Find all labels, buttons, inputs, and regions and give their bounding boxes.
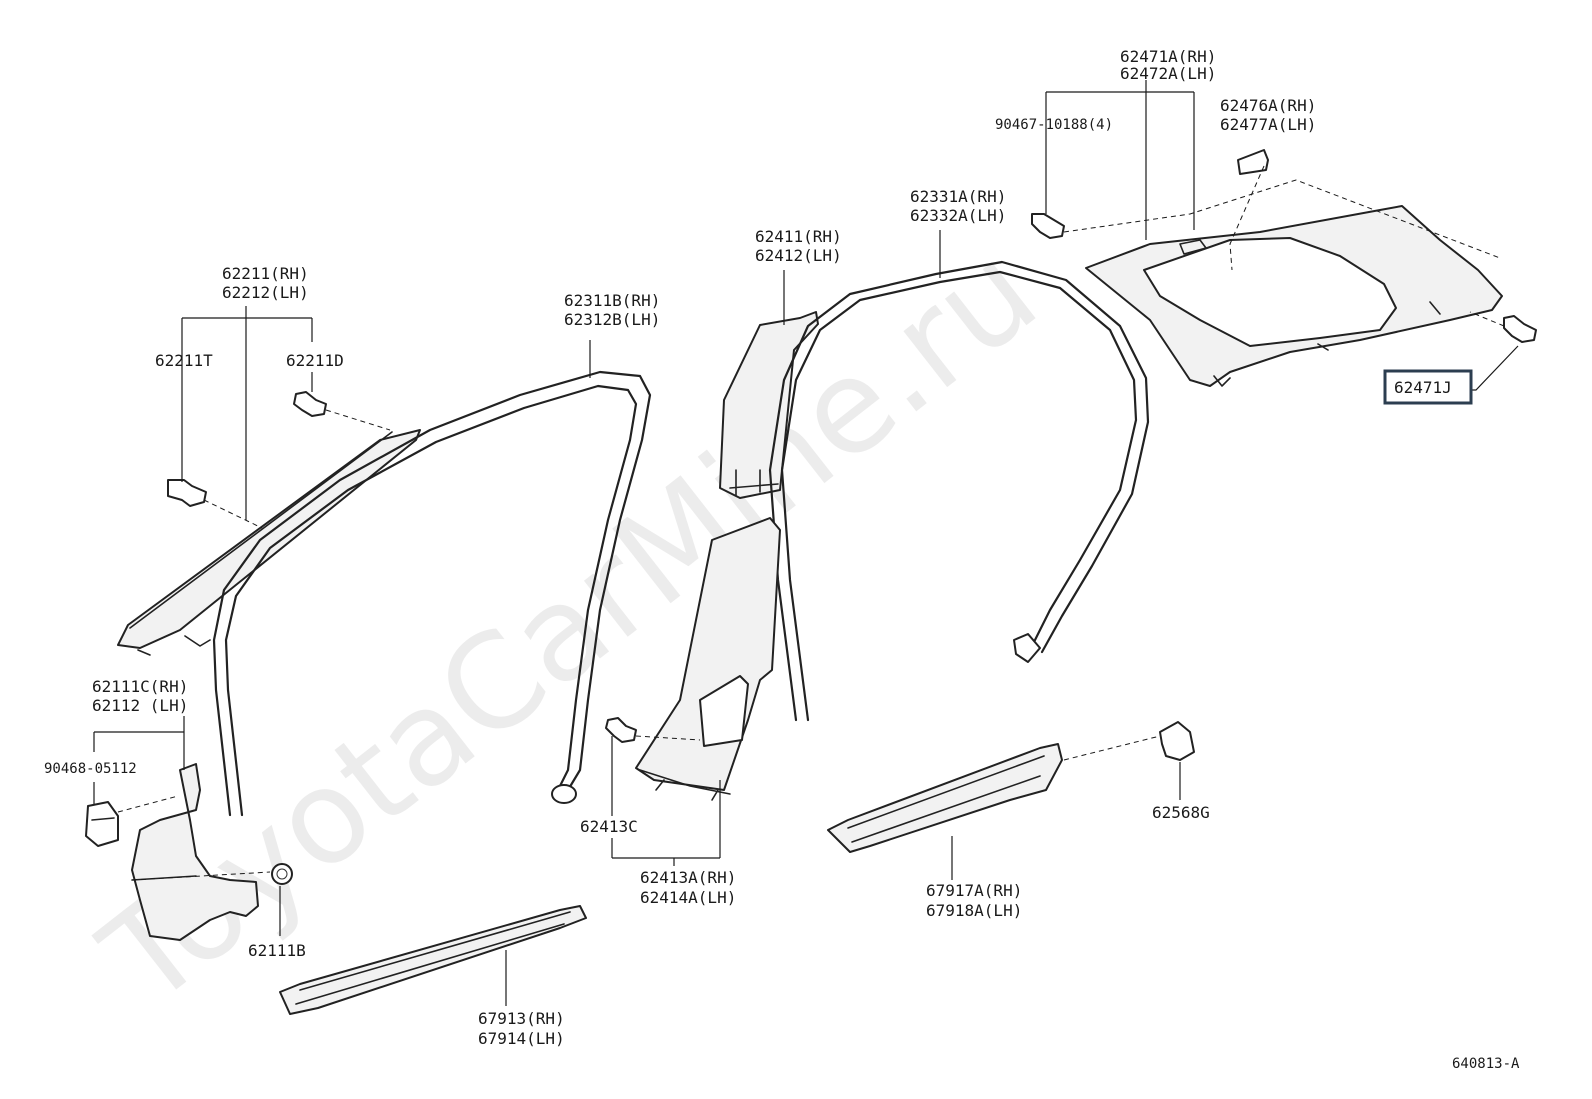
- clip-62413c-part: [605, 717, 637, 743]
- label-62311b: 62311B(RH): [564, 291, 660, 310]
- label-62414a: 62414A(LH): [640, 888, 736, 907]
- rear-door-weatherstrip-part: [768, 260, 1150, 722]
- alignment-lines: [117, 165, 1505, 881]
- clip-90468-part: [85, 801, 119, 847]
- rear-scuff-plate-part: [827, 743, 1063, 853]
- label-67913: 67913(RH): [478, 1009, 565, 1028]
- label-62331a: 62331A(RH): [910, 187, 1006, 206]
- clip-62211d-part: [293, 391, 327, 417]
- quarter-cap-part: [1237, 149, 1269, 175]
- label-62211t: 62211T: [155, 351, 213, 370]
- label-62471j: 62471J: [1394, 378, 1452, 397]
- label-62472a: 62472A(LH): [1120, 64, 1216, 83]
- label-62111b: 62111B: [248, 941, 306, 960]
- label-62471a: 62471A(RH): [1120, 47, 1216, 66]
- a-pillar-trim-part: [117, 429, 421, 656]
- front-scuff-plate-part: [279, 905, 587, 1015]
- diagram-code: 640813-A: [1452, 1056, 1520, 1072]
- bracket-62568g-part: [1159, 721, 1195, 761]
- clip-90467-part: [1031, 213, 1065, 239]
- b-pillar-lower-trim-part: [635, 517, 781, 801]
- label-62412: 62412(LH): [755, 246, 842, 265]
- label-62476a: 62476A(RH): [1220, 96, 1316, 115]
- label-62211d: 62211D: [286, 351, 344, 370]
- label-62568g: 62568G: [1152, 803, 1210, 822]
- label-62413a: 62413A(RH): [640, 868, 736, 887]
- label-62211: 62211(RH): [222, 264, 309, 283]
- label-62413c: 62413C: [580, 817, 638, 836]
- clip-62211t-part: [167, 479, 207, 507]
- label-62332a: 62332A(LH): [910, 206, 1006, 225]
- label-90468: 90468-05112: [44, 761, 137, 777]
- label-67917a: 67917A(RH): [926, 881, 1022, 900]
- label-62212: 62212(LH): [222, 283, 309, 302]
- label-62477a: 62477A(LH): [1220, 115, 1316, 134]
- clip-62471j-part: [1503, 315, 1537, 343]
- quarter-trim-part: [1085, 205, 1503, 387]
- highlight-box-62471j: [1383, 369, 1473, 405]
- part-labels: 62471A(RH) 62472A(LH) 90467-10188(4) 624…: [44, 47, 1520, 1072]
- label-62312b: 62312B(LH): [564, 310, 660, 329]
- b-pillar-upper-trim-part: [719, 311, 819, 499]
- label-90467: 90467-10188(4): [995, 117, 1113, 133]
- label-67914: 67914(LH): [478, 1029, 565, 1048]
- grommet-62111b-part: [271, 863, 293, 885]
- label-62111c: 62111C(RH): [92, 677, 188, 696]
- front-door-weatherstrip-part: [212, 370, 652, 817]
- label-62411: 62411(RH): [755, 227, 842, 246]
- label-67918a: 67918A(LH): [926, 901, 1022, 920]
- label-62112: 62112 (LH): [92, 696, 188, 715]
- leader-lines: [93, 80, 1519, 1006]
